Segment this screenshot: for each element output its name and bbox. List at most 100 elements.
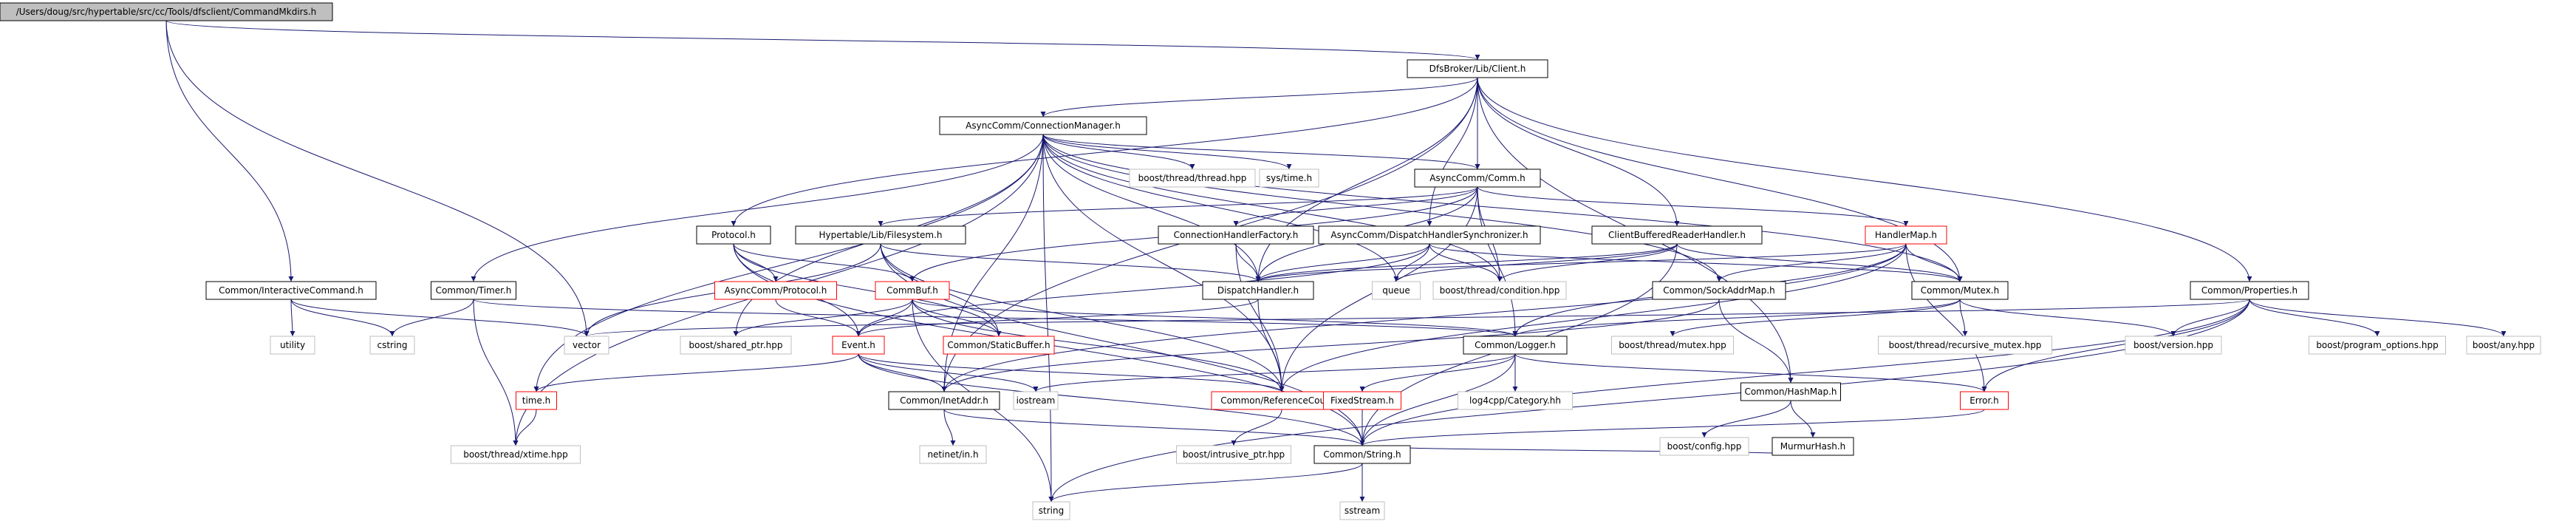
edge-timer-to-cstring [389, 299, 474, 337]
node-systime-box [1259, 169, 1319, 188]
node-boostmutex-box [1611, 336, 1734, 355]
edge-connmgr-to-condition [1042, 134, 1503, 282]
node-root[interactable]: /Users/doug/src/hypertable/src/cc/Tools/… [0, 2, 333, 21]
node-sockaddrmap[interactable]: Common/SockAddrMap.h [1652, 281, 1786, 300]
node-murmur[interactable]: MurmurHash.h [1772, 437, 1854, 456]
edge-hashmap-to-murmur [1790, 400, 1816, 438]
node-staticbuf[interactable]: Common/StaticBuffer.h [943, 336, 1055, 355]
node-utility-label: utility [280, 340, 305, 350]
edge-dhsync-to-queue [1393, 243, 1430, 282]
node-logger-label: Common/Logger.h [1475, 340, 1556, 350]
node-protocol[interactable]: Protocol.h [696, 225, 771, 245]
node-inetaddr[interactable]: Common/InetAddr.h [888, 391, 1000, 410]
edge-connmgr-to-refcount [1042, 134, 1285, 392]
edge-timer-to-logger [473, 299, 1518, 337]
node-connhandlerfac[interactable]: ConnectionHandlerFactory.h [1158, 225, 1314, 245]
node-logger[interactable]: Common/Logger.h [1463, 336, 1568, 355]
node-mutex-label: Common/Mutex.h [1921, 285, 1999, 296]
node-protocol-label: Protocol.h [711, 230, 756, 240]
node-comm[interactable]: AsyncComm/Comm.h [1414, 169, 1541, 188]
node-timeh[interactable]: time.h [516, 391, 557, 410]
edge-root-to-interactive [165, 20, 294, 282]
edge-comm-to-connhandlerfac [1233, 186, 1478, 227]
node-handlermap-box [1865, 225, 1947, 245]
node-event-box [832, 336, 885, 355]
edge-root-to-vector [165, 20, 590, 337]
node-filesystem-label: Hypertable/Lib/Filesystem.h [819, 230, 942, 240]
node-any-box [2466, 336, 2541, 355]
node-fstream-box [1323, 391, 1401, 410]
edge-sockaddrmap-to-inetaddr [941, 299, 1720, 392]
node-sharedptr: boost/shared_ptr.hpp [680, 336, 792, 355]
node-comm-label: AsyncComm/Comm.h [1429, 173, 1525, 183]
edge-inetaddr-to-string_h [943, 409, 1365, 446]
node-string_h[interactable]: Common/String.h [1313, 445, 1411, 464]
node-timer[interactable]: Common/Timer.h [431, 281, 516, 300]
node-netinet-box [919, 445, 987, 464]
node-error[interactable]: Error.h [1960, 391, 2009, 410]
edge-connhandlerfac-to-refcount [1235, 243, 1285, 392]
node-connmgr[interactable]: AsyncComm/ConnectionManager.h [939, 116, 1147, 135]
node-clientbuf[interactable]: ClientBufferedReaderHandler.h [1591, 225, 1763, 245]
node-error-box [1960, 391, 2009, 410]
node-xtime: boost/thread/xtime.hpp [451, 445, 581, 464]
node-log4cpp-label: log4cpp/Category.hh [1469, 395, 1561, 406]
edge-mutex-to-version [1959, 299, 2176, 337]
node-string-label: string [1039, 506, 1064, 516]
node-event-label: Event.h [841, 340, 875, 350]
edge-acproto-to-event [775, 299, 861, 337]
node-acproto[interactable]: AsyncComm/Protocol.h [714, 281, 837, 300]
node-dispatch-box [1202, 281, 1314, 300]
edge-comm-to-filesystem [878, 186, 1478, 227]
node-log4cpp-box [1458, 391, 1573, 410]
edge-commbuf-to-staticbuf [912, 299, 1002, 337]
edge-connmgr-to-mutex [1042, 134, 1963, 282]
edge-props-to-error [1981, 299, 2250, 392]
node-fstream-label: FixedStream.h [1330, 395, 1394, 406]
node-connmgr-box [939, 116, 1147, 135]
node-handlermap[interactable]: HandlerMap.h [1865, 225, 1947, 245]
node-root-box [0, 2, 333, 21]
node-string-box [1032, 501, 1070, 520]
edge-client-to-protocol [731, 77, 1478, 227]
node-timeh-box [516, 391, 557, 410]
node-boostthread: boost/thread/thread.hpp [1129, 169, 1256, 188]
node-dhsync[interactable]: AsyncComm/DispatchHandlerSynchronizer.h [1318, 225, 1541, 245]
node-condition-box [1432, 281, 1567, 300]
edge-filesystem-to-refcount [880, 243, 1285, 392]
edge-dhsync-to-dispatch [1255, 243, 1430, 282]
edge-connmgr-to-boostthread [1042, 134, 1195, 170]
node-filesystem[interactable]: Hypertable/Lib/Filesystem.h [795, 225, 966, 245]
node-systime-label: sys/time.h [1266, 173, 1312, 183]
node-event[interactable]: Event.h [832, 336, 885, 355]
node-queue: queue [1372, 281, 1421, 300]
edge-handlermap-to-dispatch [1255, 243, 1907, 282]
node-interactive[interactable]: Common/InteractiveCommand.h [205, 281, 377, 300]
edge-mutex-to-recmutex [1959, 299, 1968, 337]
node-hashmap[interactable]: Common/HashMap.h [1740, 382, 1841, 401]
node-xtime-label: boost/thread/xtime.hpp [463, 449, 568, 460]
node-condition: boost/thread/condition.hpp [1432, 281, 1567, 300]
node-connhandlerfac-label: ConnectionHandlerFactory.h [1174, 230, 1299, 240]
edge-inetaddr-to-netinet [943, 409, 956, 446]
node-commbuf[interactable]: CommBuf.h [875, 281, 950, 300]
edge-dhsync-to-mutex [1429, 243, 1963, 282]
node-client-label: DfsBroker/Lib/Client.h [1429, 64, 1526, 74]
node-iostream: iostream [1013, 391, 1059, 410]
node-fstream[interactable]: FixedStream.h [1323, 391, 1401, 410]
node-client[interactable]: DfsBroker/Lib/Client.h [1407, 59, 1548, 78]
node-props[interactable]: Common/Properties.h [2190, 281, 2309, 300]
edge-event-to-refcount [858, 353, 1285, 392]
node-boostmutex-label: boost/thread/mutex.hpp [1619, 340, 1726, 350]
node-dispatch[interactable]: DispatchHandler.h [1202, 281, 1314, 300]
edge-commbuf-to-sharedptr [733, 299, 913, 337]
node-boostmutex: boost/thread/mutex.hpp [1611, 336, 1734, 355]
node-netinet-label: netinet/in.h [927, 449, 978, 460]
node-vector: vector [564, 336, 609, 355]
node-hashmap-box [1740, 382, 1841, 401]
node-utility-box [270, 336, 315, 355]
edge-connmgr-to-comm [1042, 134, 1480, 170]
node-mutex[interactable]: Common/Mutex.h [1911, 281, 2009, 300]
node-commbuf-box [875, 281, 950, 300]
